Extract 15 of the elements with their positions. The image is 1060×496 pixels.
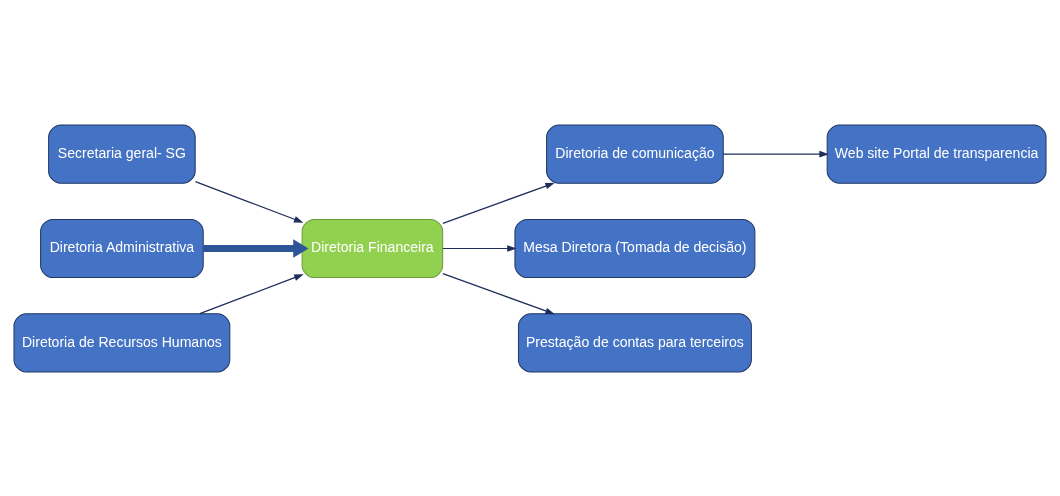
arrow <box>442 272 555 314</box>
node-box: Diretoria de comunicação <box>546 124 724 184</box>
node-box: Web site Portal de transparencia <box>826 124 1047 184</box>
arrow <box>442 244 517 252</box>
node-box: Diretoria de Recursos Humanos <box>13 312 231 372</box>
arrow <box>442 182 555 224</box>
node-box: Prestação de contas para terceiros <box>517 312 752 372</box>
arrow <box>194 180 304 223</box>
node-box: Diretoria Financeira <box>301 218 444 278</box>
arrow <box>199 273 304 314</box>
node-box: Diretoria Administrativa <box>40 218 204 278</box>
arrow <box>203 238 309 258</box>
node-box: Mesa Diretora (Tomada de decisão) <box>514 218 756 278</box>
node-box: Secretaria geral- SG <box>48 124 196 184</box>
arrow <box>722 150 829 157</box>
